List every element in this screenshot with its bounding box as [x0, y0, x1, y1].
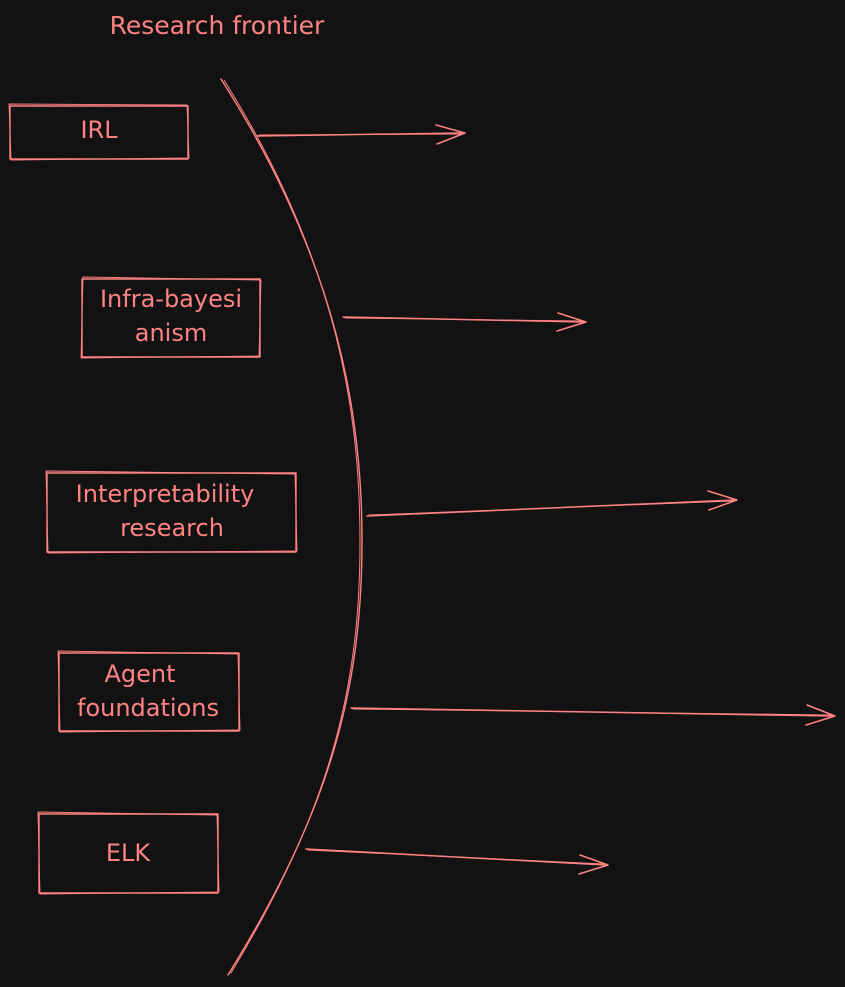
frontier-curve-echo	[223, 79, 361, 974]
arrow-head	[707, 490, 738, 511]
node-label: Agent	[104, 660, 175, 688]
node-label: Interpretability	[76, 480, 255, 508]
node-agent-foundations: Agent foundations	[57, 650, 241, 733]
node-infra-bayesianism: Infra-bayesi anism	[80, 276, 262, 359]
arrow-agent-foundations	[350, 704, 836, 726]
node-label: ELK	[106, 839, 152, 867]
node-label: IRL	[80, 116, 118, 144]
arrow-head	[805, 704, 836, 726]
arrow-shaft-echo	[258, 133, 462, 136]
node-irl: IRL	[8, 103, 190, 161]
arrow-irl	[256, 124, 466, 145]
arrow-head	[556, 312, 587, 332]
node-box-echo	[80, 276, 262, 359]
node-interpretability-research: Interpretability research	[45, 470, 298, 554]
arrow-interpretability-research	[366, 490, 738, 517]
arrow-head	[435, 124, 466, 145]
node-box-echo	[8, 103, 190, 161]
node-box-echo	[45, 470, 298, 554]
frontier-curve	[220, 78, 363, 976]
arrow-elk	[305, 848, 609, 875]
node-label: Infra-bayesi	[100, 285, 242, 313]
arrow-infra-bayesianism	[342, 312, 587, 332]
node-label: research	[120, 514, 224, 542]
diagram-title: Research frontier	[110, 11, 325, 40]
node-elk: ELK	[37, 811, 220, 895]
node-label: anism	[135, 319, 207, 347]
arrow-shaft-echo	[368, 500, 734, 516]
arrow-head	[578, 854, 609, 875]
arrow-shaft-echo	[344, 317, 583, 322]
arrow-shaft-echo	[352, 708, 832, 716]
node-label: foundations	[77, 694, 219, 722]
node-box-echo	[37, 811, 220, 895]
arrow-shaft-echo	[307, 849, 605, 865]
node-box-echo	[57, 650, 241, 733]
